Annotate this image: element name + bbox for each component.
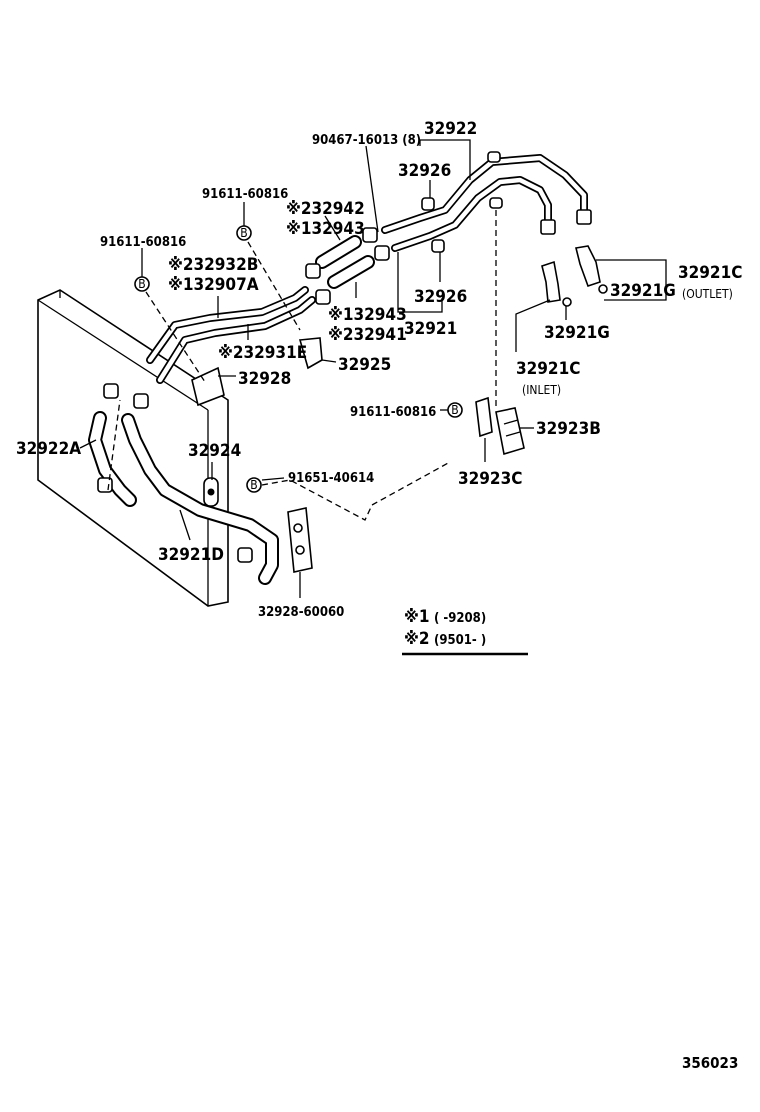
label-90467-16013: 90467-16013 (8) [312, 133, 421, 148]
label-32928-60060: 32928-60060 [258, 605, 344, 620]
label-91611-60816-upper: 91611-60816 [202, 187, 288, 202]
label-32921G-outlet: 32921G [610, 281, 676, 301]
leader-lines [79, 139, 667, 598]
label-32932B: ※232932B [168, 255, 258, 275]
union-32921C-outlet [575, 245, 608, 294]
note2-range: (9501- ) [434, 633, 486, 648]
bracket-32923B [495, 407, 525, 456]
label-32931E: ※232931E [218, 343, 307, 363]
label-inlet: (INLET) [522, 383, 561, 397]
bracket-32928 [191, 337, 323, 407]
label-outlet: (OUTLET) [682, 287, 733, 301]
label-32923C: 32923C [458, 469, 522, 489]
label-32924: 32924 [188, 441, 241, 461]
label-32921C-outlet: 32921C [678, 263, 742, 283]
bolt-markers: B B B B [134, 225, 463, 493]
bracket-32923C [475, 396, 493, 438]
bolt-mark: B [250, 478, 257, 492]
label-32923B: 32923B [536, 419, 601, 439]
hose-32921D [88, 383, 279, 585]
label-32921G-inlet: 32921G [544, 323, 610, 343]
label-32928: 32928 [238, 369, 291, 389]
label-32907A: ※132907A [168, 275, 259, 295]
label-91611-60816-left: 91611-60816 [100, 235, 186, 250]
illustration-number: 356023 [682, 1054, 738, 1072]
label-32926-mid: 32926 [414, 287, 467, 307]
label-32925: 32925 [338, 355, 391, 375]
bolt-mark: B [451, 403, 458, 417]
dashed-references [107, 210, 497, 521]
applicability-notes: ※1 ( -9208) ※2 (9501- ) [402, 607, 528, 656]
label-32921C-inlet: 32921C [516, 359, 580, 379]
pipe-32907A [146, 286, 316, 384]
label-32942: ※232942 [286, 199, 365, 219]
label-32943-top: ※132943 [286, 219, 365, 239]
label-32921D: 32921D [158, 545, 224, 565]
label-91611-60816-right: 91611-60816 [350, 405, 436, 420]
bracket-32928-60060 [287, 507, 313, 573]
label-32926-top: 32926 [398, 161, 451, 181]
label-32922: 32922 [424, 119, 477, 139]
label-91651-40614: 91651-40614 [288, 471, 374, 486]
note2-mark: ※2 [404, 629, 430, 649]
bolt-mark: B [240, 226, 247, 240]
note1-range: ( -9208) [434, 611, 486, 626]
note1-mark: ※1 [404, 607, 430, 627]
label-32943-mid: ※132943 [328, 305, 407, 325]
label-32921: 32921 [404, 319, 457, 339]
label-32941: ※232941 [328, 325, 407, 345]
clamp-32924 [203, 477, 219, 507]
label-32922A: 32922A [16, 439, 81, 459]
part-labels: 32922 90467-16013 (8) 32926 91611-60816 … [16, 119, 742, 620]
grommets-32926 [421, 151, 503, 253]
hoses-32943 [305, 227, 390, 305]
union-32921C-inlet [541, 260, 572, 307]
bolt-mark: B [138, 277, 145, 291]
